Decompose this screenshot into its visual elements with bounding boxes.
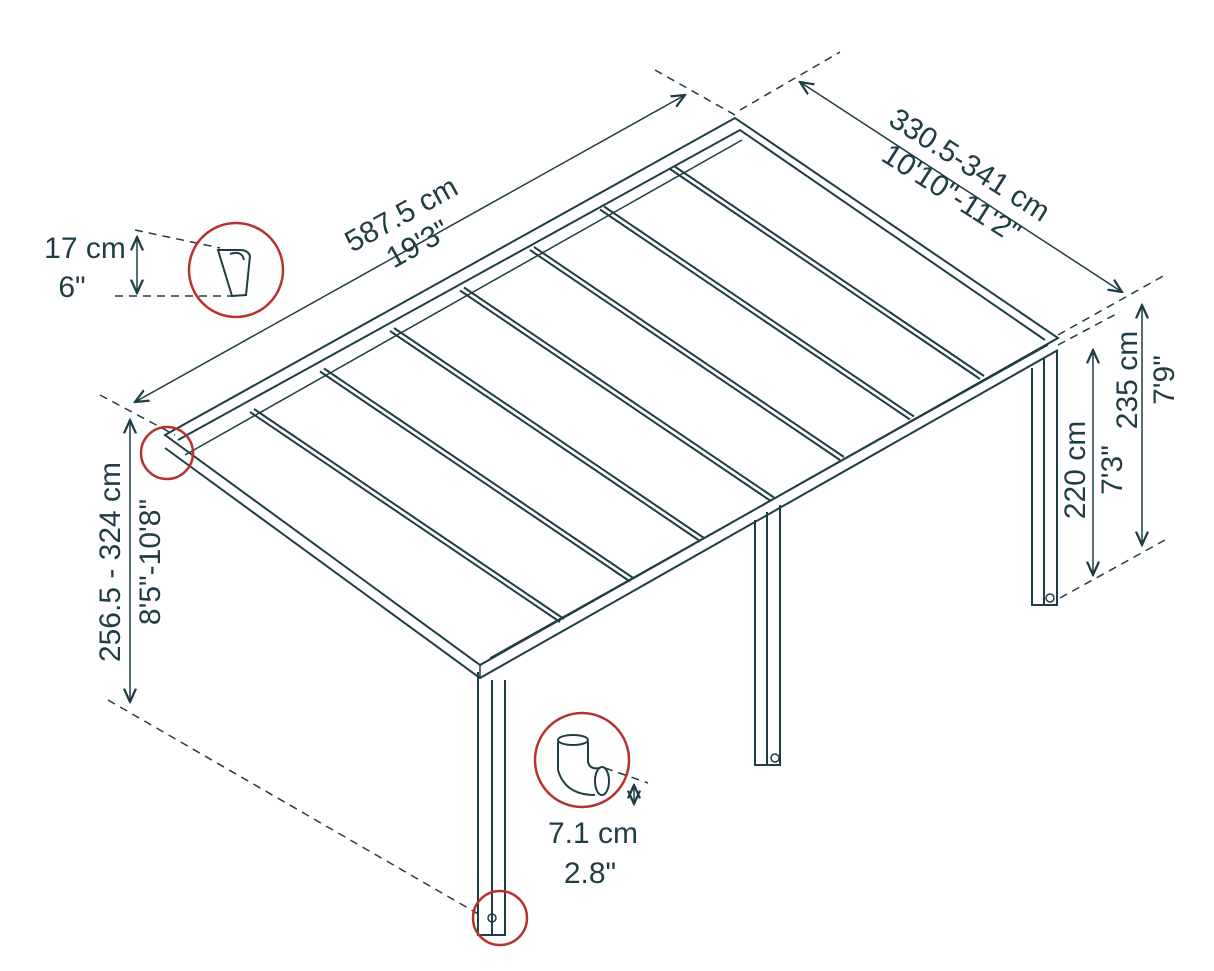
total-height-cm: 235 cm: [1111, 331, 1144, 429]
total-height-ft: 7'9": [1148, 355, 1181, 405]
middle-post: [754, 505, 781, 766]
post-base-highlight-circle: [471, 889, 529, 947]
roof: [163, 116, 1060, 680]
post-height-cm: 220 cm: [1059, 421, 1092, 519]
gutter-detail: 17 cm 6": [44, 221, 285, 319]
post-height-dimension: 220 cm 7'3" 235 cm 7'9": [1057, 305, 1181, 599]
gutter-cm: 17 cm: [44, 232, 126, 265]
gutter-highlight-circle: [187, 221, 285, 319]
front-height-cm: 256.5 - 324 cm: [94, 462, 127, 662]
length-dimension: 587.5 cm 19'3": [99, 69, 736, 436]
roof-bar: [459, 286, 775, 502]
post-height-ft: 7'3": [1096, 445, 1129, 495]
front-height-dimension: 256.5 - 324 cm 8'5"-10'8": [94, 420, 481, 916]
right-post: [1031, 350, 1058, 606]
gutter-in: 6": [58, 271, 85, 304]
depth-dimension: 330.5-341 cm 10'10"-11'2": [739, 51, 1166, 336]
posts: [477, 350, 1058, 936]
drain-in: 2.8": [564, 857, 616, 890]
drain-cm: 7.1 cm: [548, 817, 638, 850]
roof-bar: [599, 205, 915, 421]
roof-bar: [249, 408, 565, 623]
front-height-ft: 8'5"-10'8": [134, 499, 167, 625]
corner-highlight-circle: [139, 425, 195, 481]
drain-detail: 7.1 cm 2.8": [533, 711, 649, 890]
roof-bar: [319, 367, 635, 583]
front-left-post: [477, 672, 506, 936]
drain-highlight-circle: [533, 711, 631, 809]
roof-bar: [389, 327, 705, 542]
roof-bar: [529, 246, 845, 461]
